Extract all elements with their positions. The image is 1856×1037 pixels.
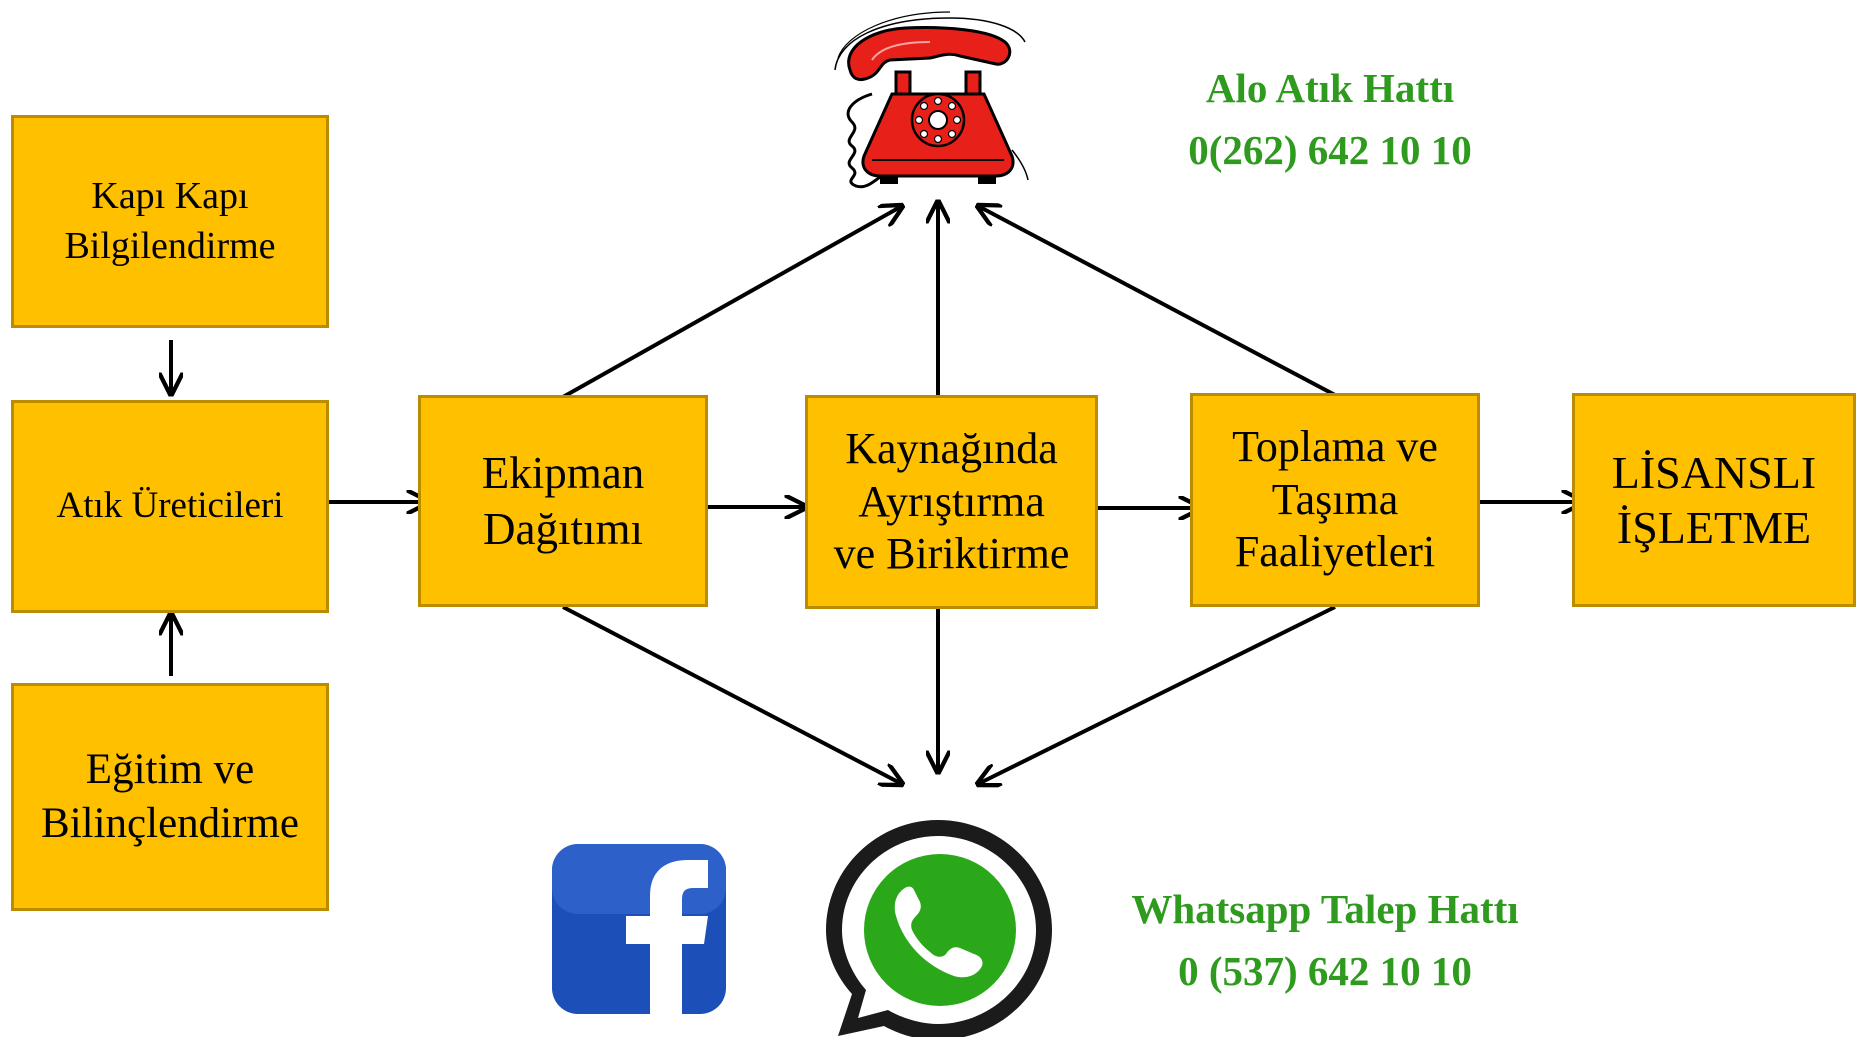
whatsapp-talep-hatti: Whatsapp Talep Hattı 0 (537) 642 10 10 [1070, 879, 1580, 1002]
arrow-ekipman-to-phone [562, 206, 902, 399]
arrow-toplama-to-whatsapp [978, 605, 1336, 784]
node-ekipman-dagitimi: Ekipman Dağıtımı [418, 395, 708, 607]
arrow-ekipman-to-whatsapp [562, 605, 902, 784]
whatsapp-icon [826, 820, 1052, 1037]
node-lisansli-isletme: LİSANSLI İŞLETME [1572, 393, 1856, 607]
alo-title: Alo Atık Hattı [1205, 65, 1455, 111]
telephone-icon [834, 11, 1029, 189]
node-kapi-kapi-bilgilendirme: Kapı Kapı Bilgilendirme [11, 115, 329, 328]
facebook-icon [552, 844, 726, 1014]
whatsapp-number: 0 (537) 642 10 10 [1178, 947, 1472, 994]
node-atik-ureticileri: Atık Üreticileri [11, 400, 329, 613]
node-egitim-ve-bilinclendirme: Eğitim ve Bilinçlendirme [11, 683, 329, 911]
whatsapp-title: Whatsapp Talep Hattı [1131, 886, 1519, 932]
node-toplama-ve-tasima: Toplama ve Taşıma Faaliyetleri [1190, 393, 1480, 607]
alo-atik-hatti: Alo Atık Hattı 0(262) 642 10 10 [1070, 58, 1590, 181]
alo-number: 0(262) 642 10 10 [1188, 126, 1472, 173]
arrow-toplama-to-phone [978, 206, 1336, 397]
node-kaynaginda-ayristirma: Kaynağında Ayrıştırma ve Biriktirme [805, 395, 1098, 609]
